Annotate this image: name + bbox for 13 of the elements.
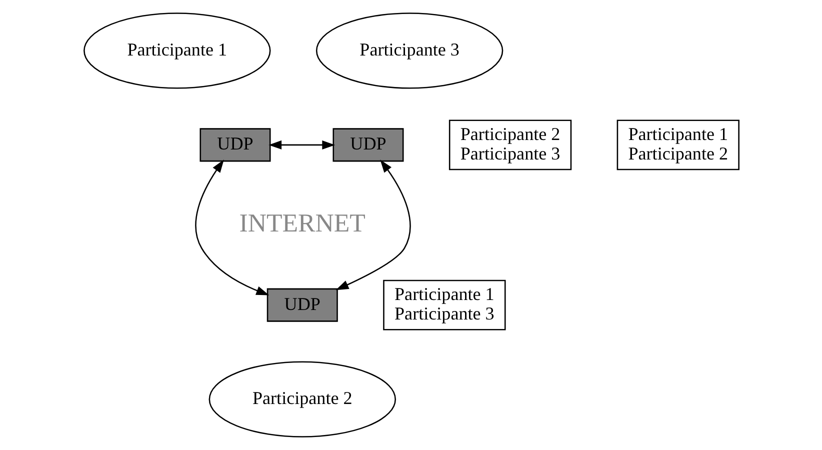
node-box: UDP <box>199 128 270 162</box>
label: INTERNET <box>238 208 365 238</box>
node-box: UDP <box>332 128 404 162</box>
arrow <box>268 140 335 150</box>
node-box: Participante 2 Participante 3 <box>448 120 572 170</box>
node-ellipse: Participante 2 <box>208 361 396 438</box>
node-ellipse: Participante 1 <box>83 12 270 89</box>
node-box: UDP <box>266 288 338 322</box>
arrow <box>335 160 410 290</box>
node-ellipse: Participante 3 <box>315 12 503 89</box>
arrow <box>194 160 269 296</box>
node-box: Participante 1 Participante 3 <box>382 280 506 330</box>
node-box: Participante 1 Participante 2 <box>616 120 739 170</box>
